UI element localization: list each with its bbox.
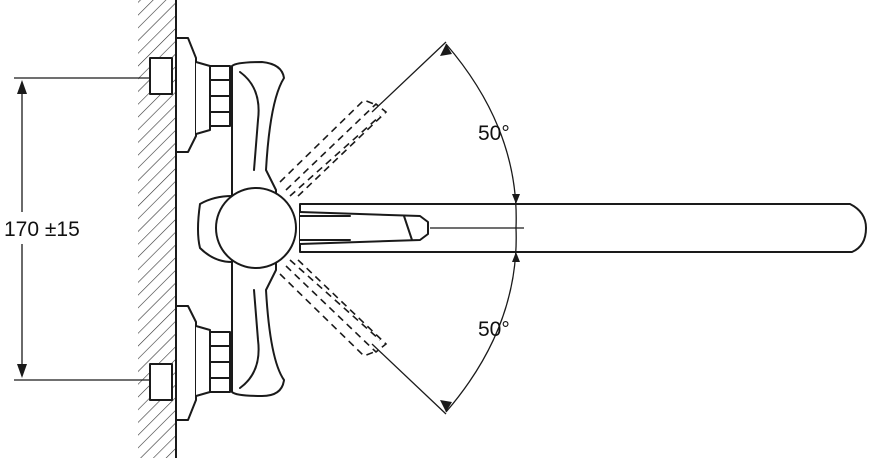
spout-swivel-ghost-up <box>279 99 388 199</box>
spout-swivel-ghost-down <box>279 257 388 357</box>
swivel-angle-dimension <box>371 41 524 415</box>
swivel-angle-down-label: 50° <box>478 318 510 341</box>
top-eccentric-connector <box>149 37 231 153</box>
bottom-eccentric-connector <box>149 305 231 421</box>
mounting-distance-label: 170 ±15 <box>4 218 80 241</box>
spout <box>299 203 867 253</box>
swivel-angle-up-label: 50° <box>478 122 510 145</box>
swivel-joint <box>215 187 297 269</box>
